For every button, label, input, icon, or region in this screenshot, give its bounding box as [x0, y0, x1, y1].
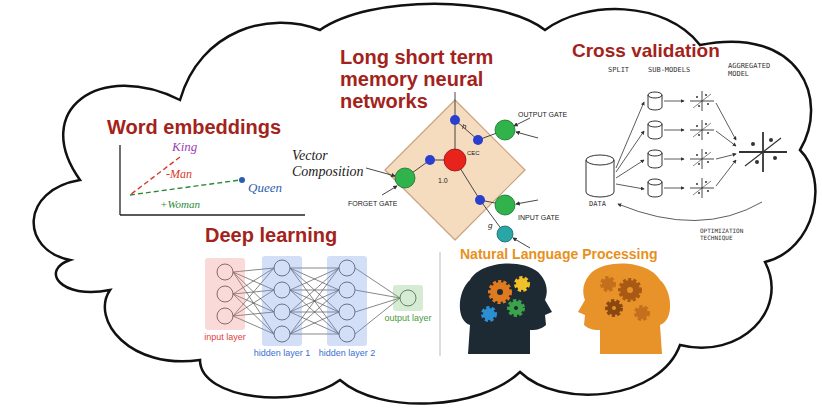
layer-node: hidden layer 2 [313, 256, 381, 358]
sketch-label: OPTIMIZATION TECHNIQUE [700, 228, 772, 242]
layer-node: input layer [191, 258, 259, 342]
gate-label: OUTPUT GATE [518, 111, 567, 119]
chart-note: Vector Composition [292, 148, 374, 180]
embedding-chart [120, 145, 305, 215]
point-label: King [172, 140, 197, 155]
layer-label: hidden layer 1 [248, 348, 316, 358]
divider [440, 252, 441, 356]
unit-label: g [488, 221, 492, 230]
section-heading: Cross validation [572, 40, 720, 62]
nlp-heads [460, 264, 670, 354]
layer-node: hidden layer 1 [248, 256, 316, 358]
gate-label: INPUT GATE [518, 214, 559, 222]
layer-label: input layer [191, 332, 259, 342]
vector-label: +Woman [160, 198, 200, 211]
gate-label: CEC [467, 150, 480, 157]
sketch-label: DATA [589, 200, 606, 208]
sketch-label: SPLIT [608, 66, 629, 74]
network-mesh [217, 260, 416, 342]
point-label: Queen [248, 181, 282, 196]
cross-validation-sketch [586, 91, 787, 221]
section-heading: Word embeddings [107, 116, 281, 139]
cloud-outline [34, 4, 816, 404]
sketch-label: SUB-MODELS [648, 66, 690, 74]
section-heading: Natural Language Processing [460, 246, 658, 262]
layer-node: output layer [374, 285, 442, 323]
lstm-cell [366, 92, 538, 248]
layer-band [262, 256, 302, 346]
layer-label: hidden layer 2 [313, 348, 381, 358]
gate-label: FORGET GATE [348, 200, 398, 208]
weight-label: 1.0 [438, 177, 448, 185]
layer-band [393, 285, 423, 311]
section-heading: Long short term memory neural networks [340, 46, 530, 112]
section-heading: Deep learning [205, 224, 337, 247]
layer-label: output layer [374, 313, 442, 323]
unit-label: h [462, 122, 466, 131]
layer-band [327, 256, 367, 346]
vector-label: -Man [166, 168, 192, 182]
sketch-label: AGGREGATED MODEL [728, 62, 780, 78]
layer-band [205, 258, 245, 330]
